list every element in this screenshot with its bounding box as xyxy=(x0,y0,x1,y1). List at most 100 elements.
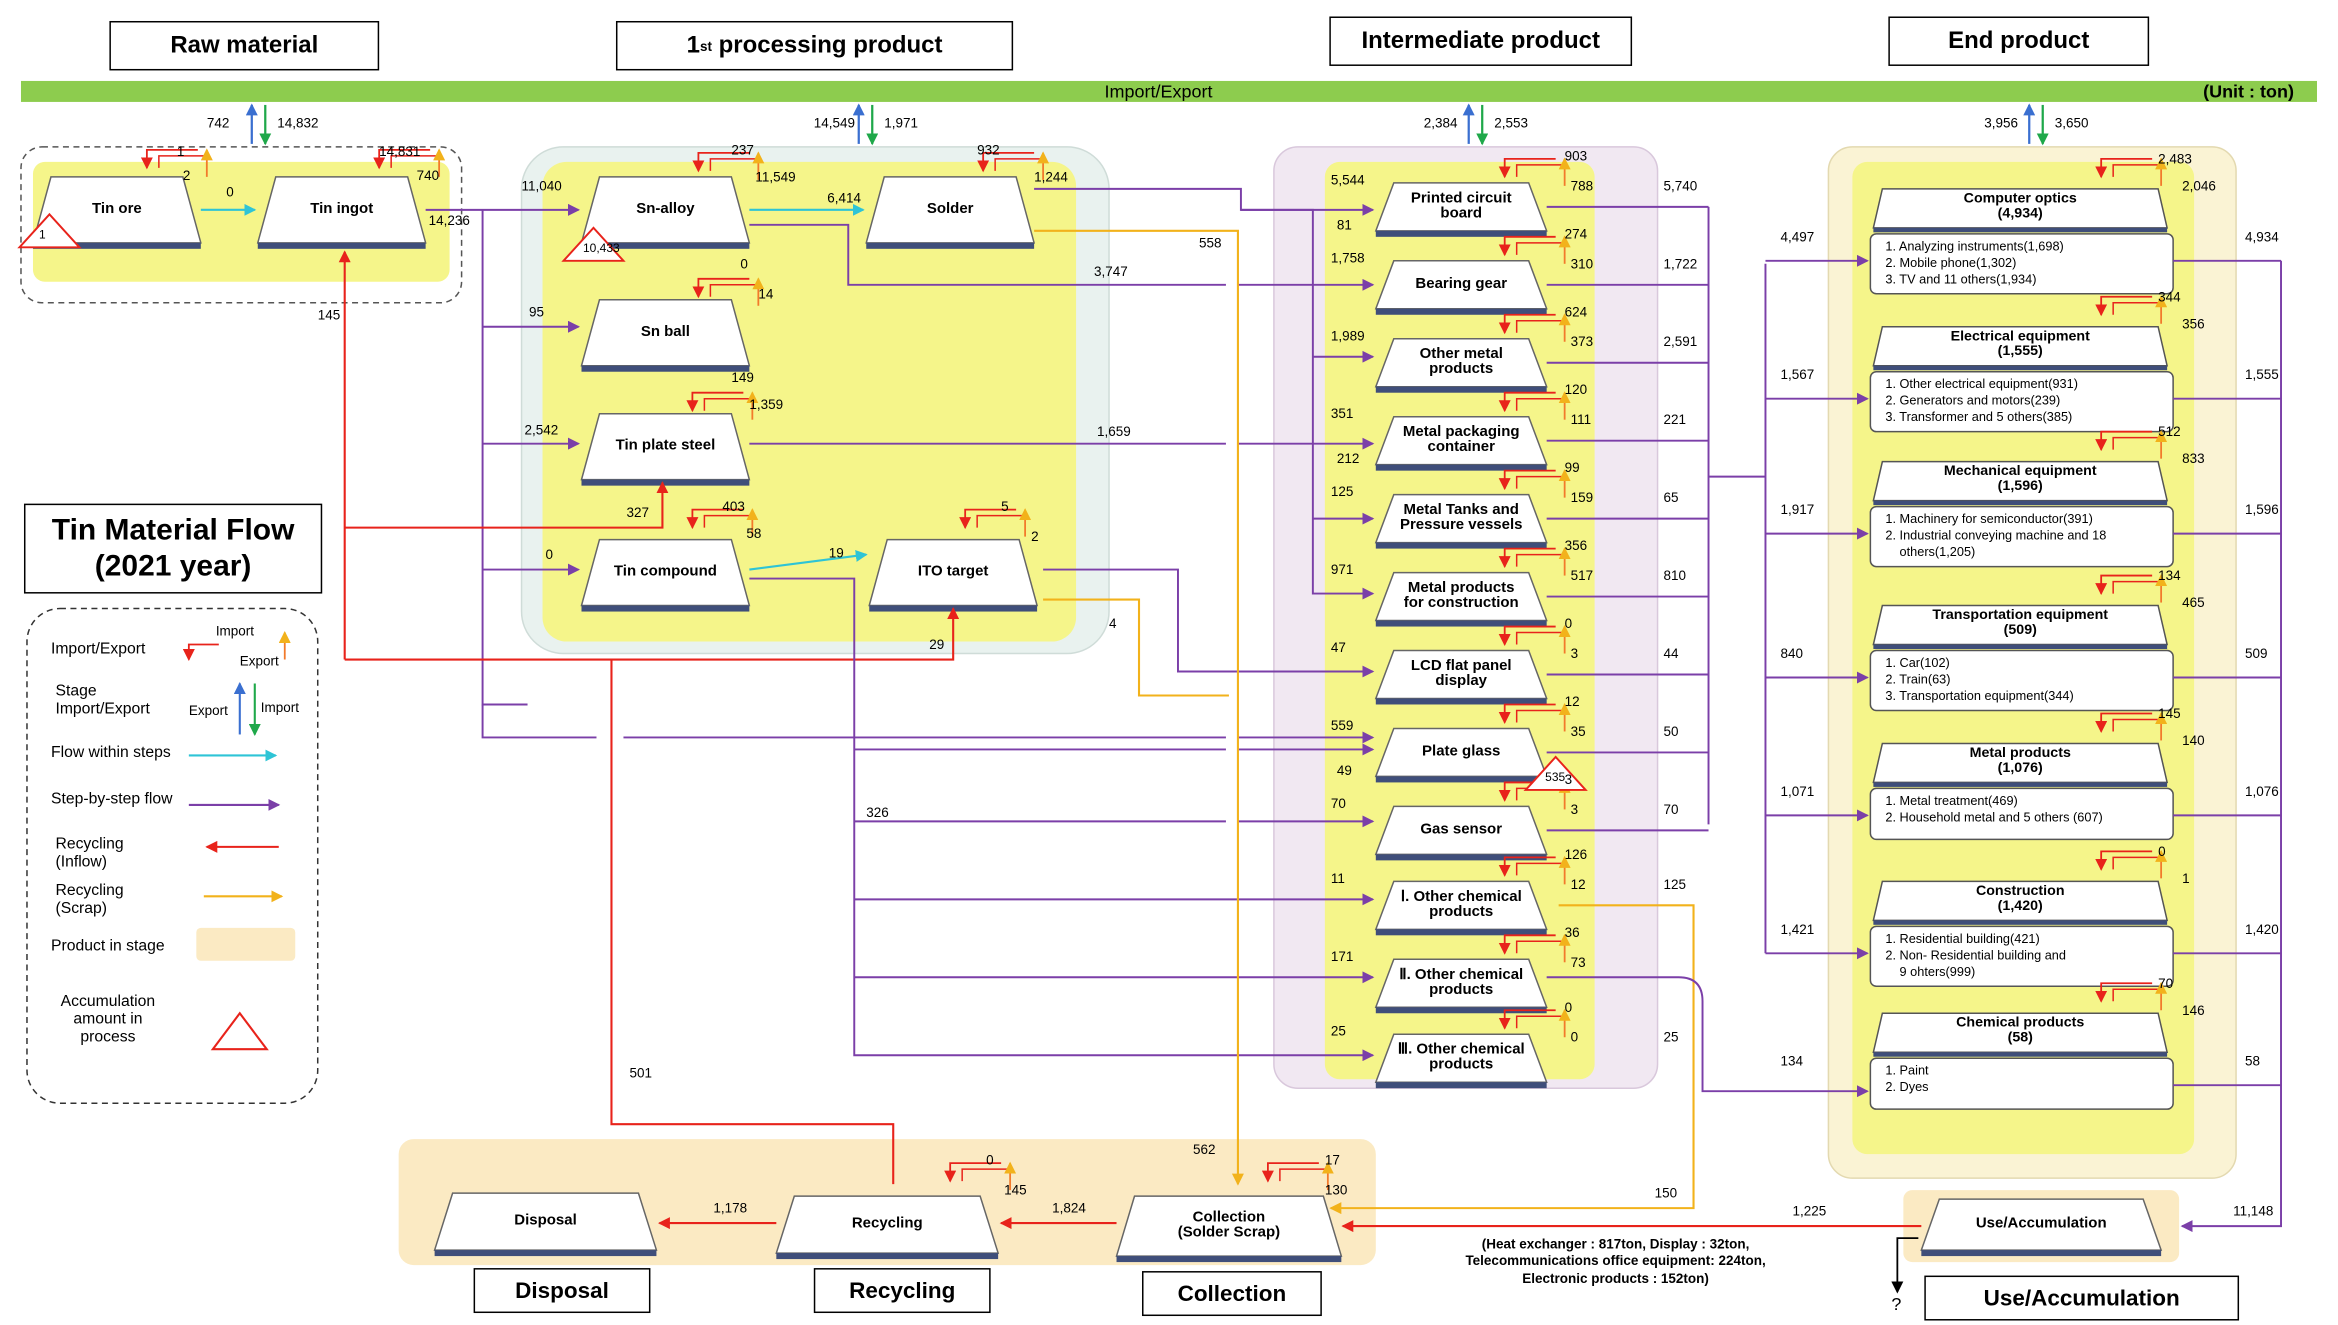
ore-to-ingot-value: 0 xyxy=(226,184,234,200)
process-inter-4[interactable]: Metal Tanks and Pressure vessels xyxy=(1399,501,1523,534)
first-stage-fill xyxy=(542,161,1077,642)
scrap-in-value: 562 xyxy=(1192,1142,1216,1158)
process-tin-compound[interactable]: Tin compound xyxy=(613,563,717,580)
inter-1-io-import-value: 274 xyxy=(1564,226,1588,242)
end-2-title[interactable]: Mechanical equipment (1,596) xyxy=(1943,463,2097,496)
end-1-title[interactable]: Electrical equipment (1,555) xyxy=(1950,328,2090,361)
end-5-io-export-value: 1 xyxy=(2182,870,2190,886)
solder-io-import-arrow xyxy=(977,151,1035,173)
end-item: 2. Industrial conveying machine and 18 xyxy=(1885,527,2107,543)
end-2-io-import-arrow xyxy=(2095,430,2153,452)
process-collection[interactable]: Collection (Solder Scrap) xyxy=(1177,1208,1281,1242)
inter-5-out-value: 810 xyxy=(1663,568,1687,584)
end-5-out-value: 1,420 xyxy=(2245,921,2279,937)
process-inter-7[interactable]: Plate glass xyxy=(1422,743,1501,760)
process-tin-ingot[interactable]: Tin ingot xyxy=(310,200,374,217)
flow-alloy-out xyxy=(749,223,1226,286)
end-item: 1. Metal treatment(469) xyxy=(1885,792,2018,808)
inter-5-in-value: 971 xyxy=(1330,562,1354,578)
end-6-io-export-value: 146 xyxy=(2182,1002,2205,1018)
end-2-out-value: 1,596 xyxy=(2245,502,2279,518)
end-4-title[interactable]: Metal products (1,076) xyxy=(1969,744,2071,778)
band-label: Import/Export xyxy=(1104,80,1213,102)
process-inter-9[interactable]: Ⅰ. Other chemical products xyxy=(1400,888,1522,921)
process-inter-5[interactable]: Metal products for construction xyxy=(1403,579,1519,612)
end-4-io-import-value: 145 xyxy=(2158,705,2181,721)
end-item: others(1,205) xyxy=(1885,544,1976,560)
process-inter-8[interactable]: Gas sensor xyxy=(1420,821,1503,838)
tin-plate-io-import-line2 xyxy=(703,397,753,411)
inter-11-out-value: 25 xyxy=(1663,1029,1679,1045)
solder-io-export-value: 1,244 xyxy=(1034,169,1068,185)
process-inter-3[interactable]: Metal packaging container xyxy=(1402,423,1520,456)
inter-9-io-import-line2 xyxy=(1515,862,1565,876)
process-inter-6[interactable]: LCD flat panel display xyxy=(1410,657,1512,690)
inter-2-io-import-arrow xyxy=(1498,313,1556,335)
end-6-title[interactable]: Chemical products (58) xyxy=(1956,1014,2085,1047)
inter-10-io-import-arrow xyxy=(1498,934,1556,955)
end-1-io-export-value: 356 xyxy=(2182,316,2205,332)
process-sn-alloy-shape xyxy=(580,176,751,249)
end-0-box xyxy=(1869,188,2174,295)
end-stage-io-import-value: 3,650 xyxy=(2054,115,2089,131)
end-item: 2. Mobile phone(1,302) xyxy=(1885,254,2017,270)
header-intermediate: Intermediate product xyxy=(1329,16,1633,66)
use-unknown-value: ? xyxy=(1891,1293,1902,1315)
process-ito-target[interactable]: ITO target xyxy=(917,563,989,580)
alloy-to-solder-value: 6,414 xyxy=(827,190,862,206)
plate-glass-accum-triangle xyxy=(1523,755,1588,791)
end-3-io-export-value: 465 xyxy=(2182,595,2205,611)
ito-io-import-arrow xyxy=(959,508,1017,530)
end-5-in-value: 1,421 xyxy=(1780,921,1815,937)
inter-stage-io-import-value: 2,553 xyxy=(1494,115,1528,131)
process-sn-alloy[interactable]: Sn-alloy xyxy=(636,200,695,217)
label-recycling: Recycling xyxy=(813,1268,991,1314)
process-inter-2[interactable]: Other metal products xyxy=(1419,345,1503,378)
process-recycling[interactable]: Recycling xyxy=(851,1215,923,1232)
process-inter-10[interactable]: Ⅱ. Other chemical products xyxy=(1399,966,1524,999)
header-raw-material: Raw material xyxy=(109,20,380,71)
label-disposal: Disposal xyxy=(473,1268,651,1314)
label-use-accumulation: Use/Accumulation xyxy=(1924,1275,2240,1321)
process-solder[interactable]: Solder xyxy=(926,200,974,217)
process-disposal[interactable]: Disposal xyxy=(514,1212,577,1229)
process-tin-ore-shape xyxy=(31,176,202,249)
end-3-io-import-arrow xyxy=(2095,574,2153,596)
process-inter-11[interactable]: Ⅲ. Other chemical products xyxy=(1397,1040,1525,1074)
flow-ito-scrap xyxy=(1043,598,1229,697)
end-0-items: 1. Analyzing instruments(1,698)2. Mobile… xyxy=(1885,238,2063,288)
inter-8-io-import-value: 3 xyxy=(1564,771,1573,787)
end-3-title[interactable]: Transportation equipment (509) xyxy=(1932,607,2109,640)
end-5-title[interactable]: Construction (1,420) xyxy=(1975,882,2065,915)
process-use-accumulation[interactable]: Use/Accumulation xyxy=(1975,1215,2107,1232)
end-item: 1. Other electrical equipment(931) xyxy=(1885,376,2078,392)
end-2-io-export-value: 833 xyxy=(2182,451,2205,467)
inter-10-in-value: 171 xyxy=(1330,948,1354,964)
sn-ball-io-import-arrow xyxy=(692,277,750,299)
process-tin-ore[interactable]: Tin ore xyxy=(92,200,142,217)
end-1-io-import-arrow xyxy=(2095,295,2153,317)
process-inter-0[interactable]: Printed circuit board xyxy=(1410,189,1512,222)
end-item: 1. Residential building(421) xyxy=(1885,930,2040,946)
inter-2-io-import-line2 xyxy=(1515,320,1565,333)
collection-io-import-value: 17 xyxy=(1324,1152,1340,1168)
process-inter-4-shape xyxy=(1374,493,1548,549)
process-inter-10-shape xyxy=(1374,958,1548,1014)
end-item: 2. Household metal and 5 others (607) xyxy=(1885,809,2103,825)
tin-plate-io-import-value: 149 xyxy=(731,370,754,386)
process-inter-1-shape xyxy=(1374,260,1548,315)
end-3-items: 1. Car(102)2. Train(63)3. Transportation… xyxy=(1885,655,2073,705)
tin-compound-io-import-value: 403 xyxy=(722,499,745,515)
end-2-io-import-value: 512 xyxy=(2158,424,2181,440)
collection-io-import-arrow xyxy=(1261,1162,1319,1183)
end-0-title[interactable]: Computer optics (4,934) xyxy=(1963,190,2077,223)
process-tin-plate-steel[interactable]: Tin plate steel xyxy=(615,437,716,454)
end-0-io-import-line2 xyxy=(2112,164,2162,177)
process-inter-1[interactable]: Bearing gear xyxy=(1415,275,1508,292)
legend-stage-import: Import xyxy=(260,699,300,715)
sn-ball-io-import-line2 xyxy=(709,284,759,297)
process-sn-ball[interactable]: Sn ball xyxy=(640,323,690,340)
